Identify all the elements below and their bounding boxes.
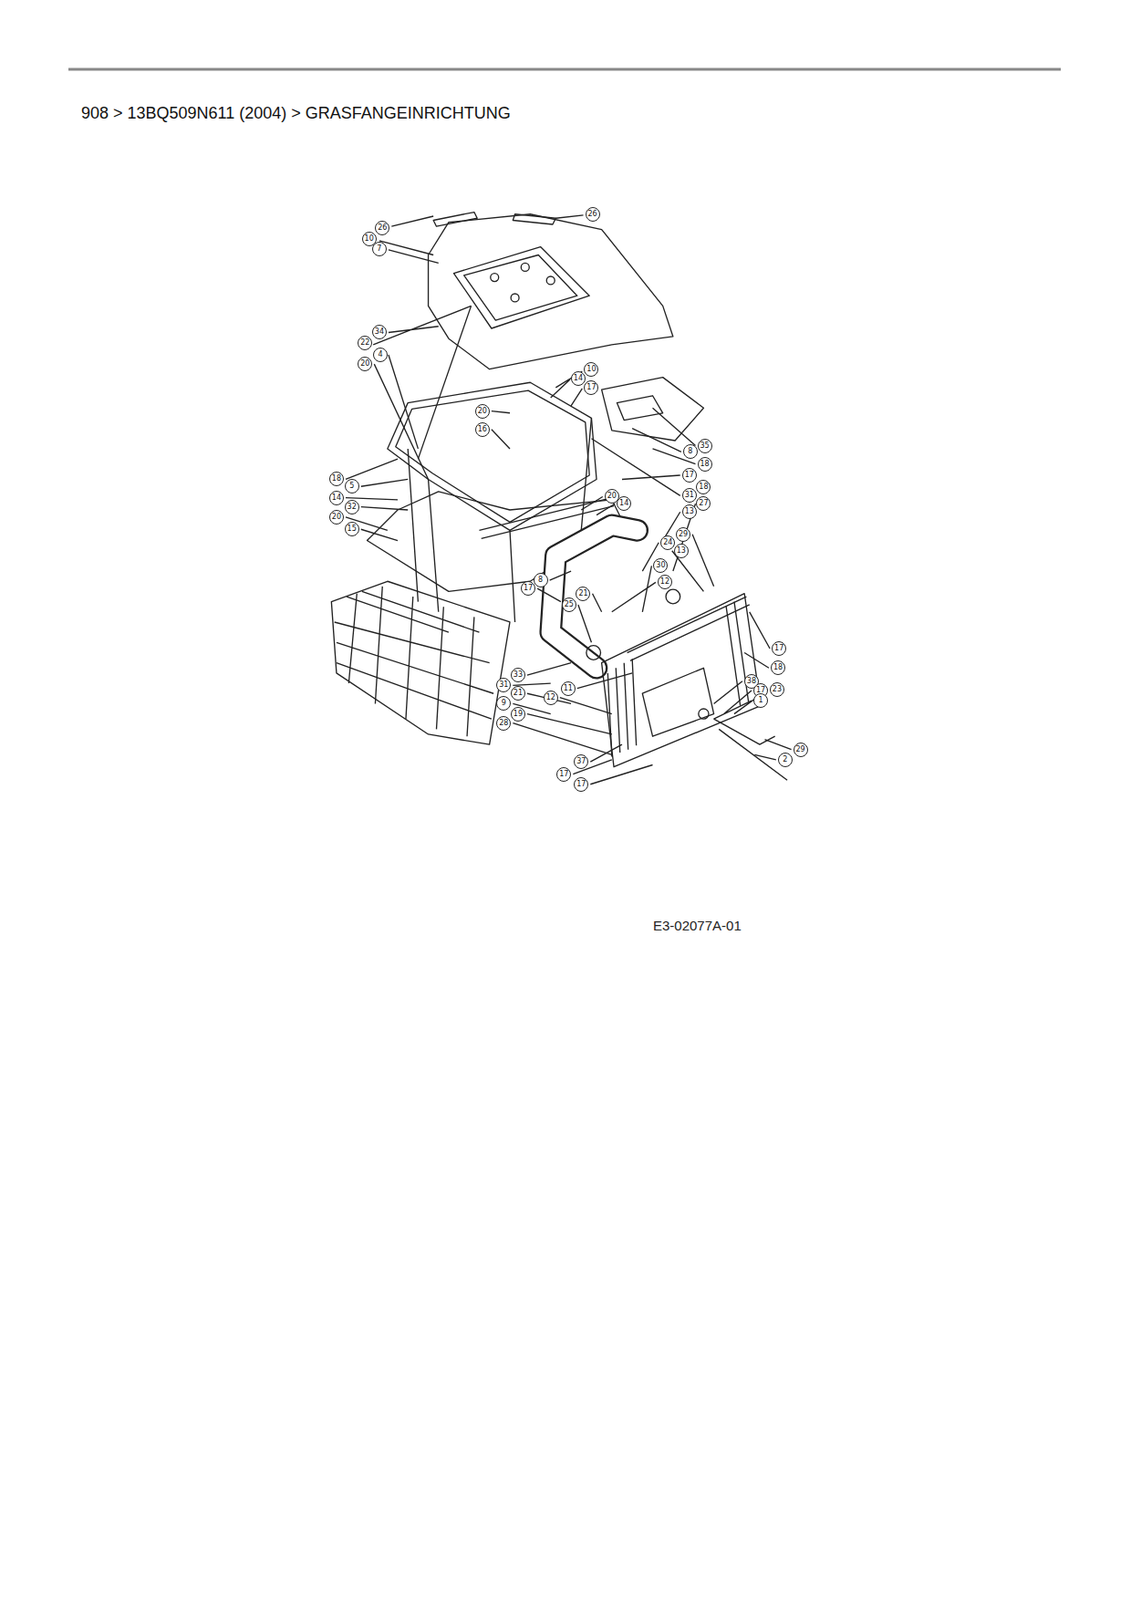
- callout-number: 17: [771, 641, 787, 656]
- callout-number: 14: [329, 490, 344, 506]
- callout-number: 19: [510, 706, 526, 722]
- callout-number: 32: [344, 499, 360, 515]
- callout-number: 20: [329, 509, 344, 525]
- callout-number: 18: [695, 479, 711, 495]
- callout-number: 5: [344, 478, 360, 494]
- callout-number: 2: [778, 752, 793, 768]
- callout-number: 29: [675, 527, 691, 542]
- callout-number: 30: [653, 558, 668, 573]
- callout-number: 25: [561, 597, 577, 613]
- callout-number: 12: [543, 690, 559, 706]
- header-rule: [68, 68, 1061, 72]
- callout-number: 11: [560, 681, 576, 696]
- callout-number: 29: [793, 742, 809, 758]
- callout-number: 26: [374, 220, 390, 236]
- callout-number: 33: [510, 667, 526, 683]
- callout-number: 4: [373, 347, 388, 363]
- callout-number: 13: [674, 543, 689, 559]
- callout-number: 17: [573, 777, 589, 792]
- callout-number: 8: [683, 444, 698, 459]
- callout-number: 34: [372, 324, 387, 340]
- callout-number: 23: [769, 682, 785, 697]
- page-title: 908 > 13BQ509N611 (2004) > GRASFANGEINRI…: [81, 103, 511, 124]
- callout-number: 8: [533, 572, 549, 588]
- callout-number: 18: [697, 456, 713, 472]
- callout-number: 20: [475, 404, 490, 419]
- callout-number: 16: [475, 422, 490, 437]
- callout-number: 18: [770, 660, 786, 675]
- callout-number: 1: [753, 693, 768, 708]
- callout-number: 14: [570, 371, 586, 386]
- callout-number: 31: [682, 487, 697, 503]
- callout-number: 17: [682, 467, 697, 483]
- callout-number: 17: [583, 380, 599, 395]
- callout-number: 7: [372, 241, 387, 257]
- callout-number: 35: [697, 438, 713, 454]
- drawing-number: E3-02077A-01: [653, 917, 742, 934]
- callout-number: 20: [357, 356, 373, 372]
- callout-number: 27: [695, 496, 711, 511]
- callout-number: 22: [357, 335, 373, 351]
- callout-number: 24: [660, 535, 675, 550]
- callout-number: 14: [616, 496, 632, 511]
- grass-catcher-drawing: [331, 212, 791, 785]
- callout-number: 28: [496, 715, 511, 731]
- callout-number: 10: [583, 362, 599, 377]
- callout-number: 18: [329, 471, 344, 487]
- callout-number: 17: [520, 581, 536, 596]
- callout-number: 9: [496, 695, 511, 711]
- callout-number: 17: [556, 767, 571, 782]
- callout-number: 31: [496, 677, 511, 693]
- callout-number: 21: [510, 685, 526, 701]
- callout-number: 37: [573, 754, 589, 769]
- callout-number: 12: [657, 574, 673, 590]
- callout-number: 21: [575, 586, 591, 602]
- callout-number: 13: [682, 504, 697, 519]
- callout-number: 15: [344, 521, 360, 537]
- callout-number: 26: [585, 207, 601, 222]
